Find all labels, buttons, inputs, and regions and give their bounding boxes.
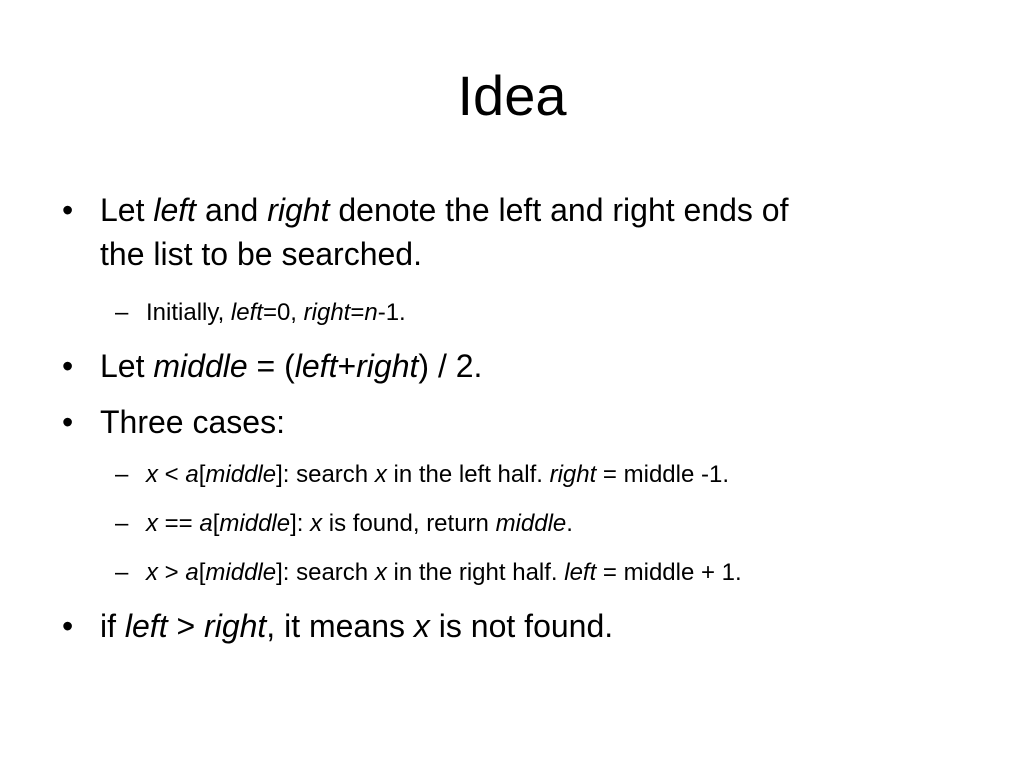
bullet-three-cases: • Three cases: <box>62 400 285 444</box>
bullet-middle-definition: • Let middle = (left+right) / 2. <box>62 344 482 388</box>
case-equal: – x == a[middle]: x is found, return mid… <box>115 507 573 541</box>
bullet-marker: • <box>62 192 74 228</box>
slide-title: Idea <box>457 64 567 127</box>
sub-bullet-initially: – Initially, left=0, right=n-1. <box>115 296 406 330</box>
dash-marker: – <box>115 461 129 488</box>
bullet-marker: • <box>62 608 74 644</box>
case-greater-than: – x > a[middle]: search x in the right h… <box>115 556 742 590</box>
case-less-than: – x < a[middle]: search x in the left ha… <box>115 458 729 492</box>
bullet-left-right-definition: • Let left and right denote the left and… <box>62 188 1000 276</box>
bullet-marker: • <box>62 404 74 440</box>
bullet-line-2: the list to be searched. <box>100 236 422 272</box>
dash-marker: – <box>115 299 129 326</box>
dash-marker: – <box>115 559 129 586</box>
bullet-not-found: • if left > right, it means x is not fou… <box>62 604 613 648</box>
dash-marker: – <box>115 510 129 537</box>
bullet-marker: • <box>62 348 74 384</box>
bullet-line-1: Let left and right denote the left and r… <box>100 192 789 228</box>
